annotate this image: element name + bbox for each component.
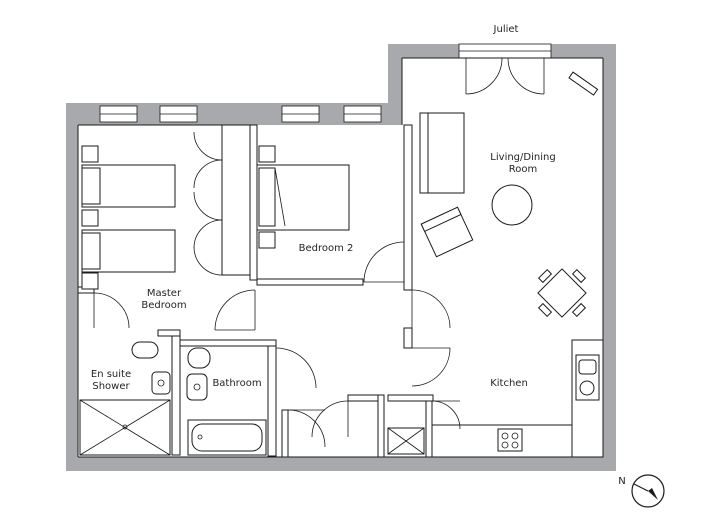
living-label-1: Living/Dining: [490, 152, 555, 163]
juliet-label: Juliet: [493, 24, 519, 35]
bathroom-label: Bathroom: [212, 378, 261, 389]
master-label-1: Master: [147, 288, 182, 299]
ensuite-label-1: En suite: [91, 369, 131, 380]
living-label-2: Room: [509, 164, 537, 175]
interior-walls: [77, 57, 604, 458]
doors: [93, 57, 545, 448]
compass: N: [618, 474, 665, 508]
furniture: [79, 71, 600, 456]
bedroom2-label: Bedroom 2: [299, 243, 354, 254]
compass-needle-icon: [648, 488, 658, 500]
windows: [99, 43, 552, 123]
kitchen-label: Kitchen: [490, 378, 528, 389]
master-label-2: Bedroom: [141, 300, 186, 311]
north-label: N: [618, 476, 625, 487]
ensuite-label-2: Shower: [92, 381, 130, 392]
